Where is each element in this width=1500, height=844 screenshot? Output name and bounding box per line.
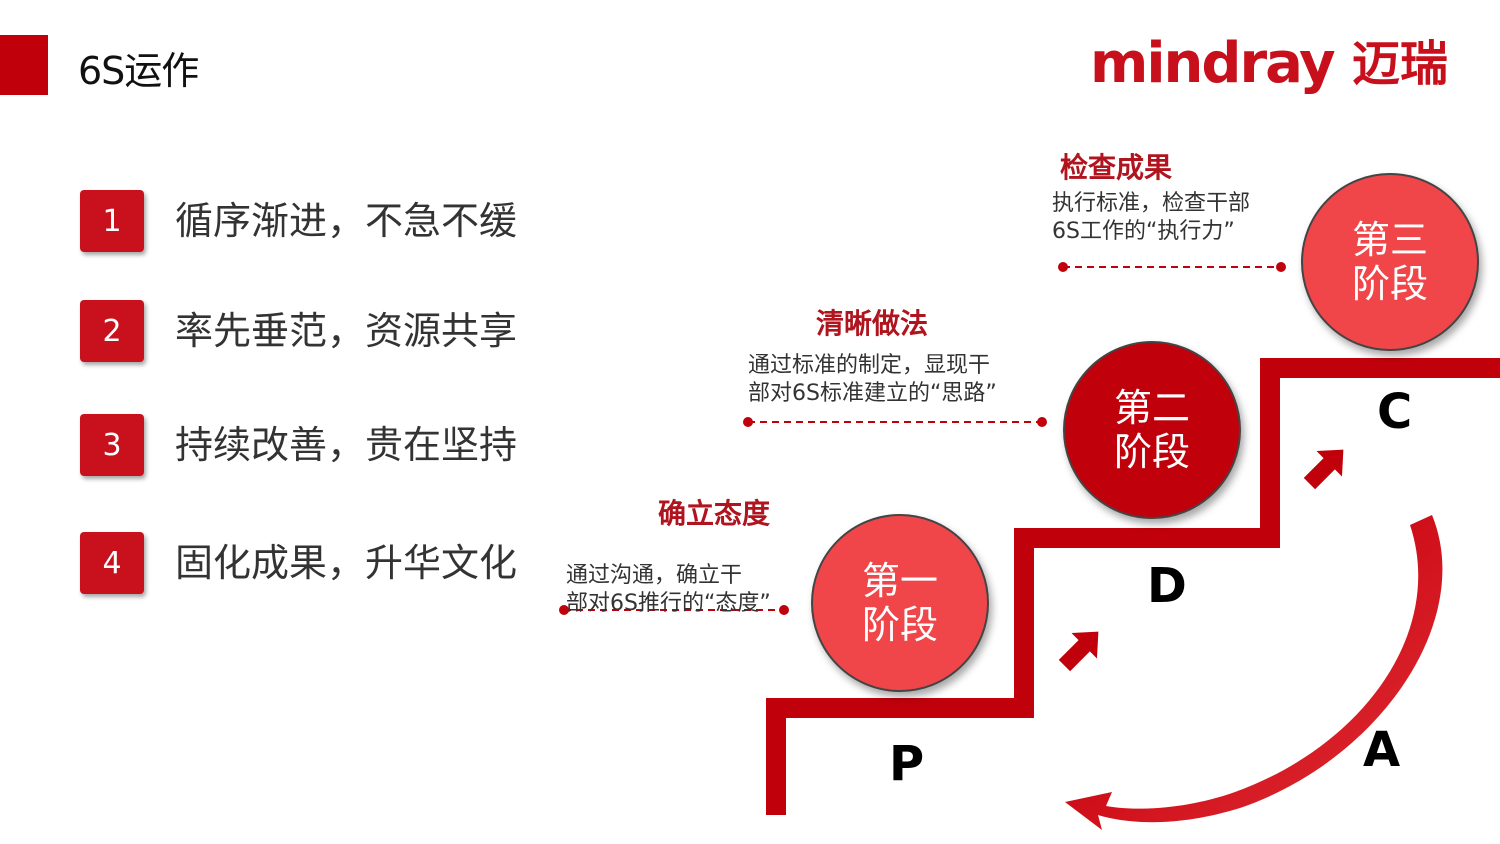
mindray-logo: mindray 迈瑞	[1090, 28, 1470, 104]
pdca-letter-d: D	[1147, 558, 1187, 614]
item-number-badge: 3	[80, 414, 144, 476]
stage-3-circle-label: 第三	[1351, 218, 1428, 262]
stage-1-circle-label: 阶段	[861, 603, 938, 647]
item-text: 循序渐进，不急不缓	[175, 199, 518, 243]
item-number-badge: 1	[80, 190, 144, 252]
stage-1-circle-label: 第一	[861, 559, 938, 603]
item-text: 持续改善，贵在坚持	[175, 423, 518, 467]
stage-2-circle-label: 第二	[1113, 386, 1190, 430]
stage-3-desc-line: 执行标准，检查干部	[1052, 191, 1251, 216]
stage-3-desc-line: 6S工作的“执行力”	[1052, 219, 1235, 244]
stage-3-circle: 第三 阶段	[1301, 173, 1479, 351]
item-number-badge: 2	[80, 300, 144, 362]
return-arc-arrow	[1065, 515, 1443, 830]
pdca-letter-c: C	[1377, 384, 1413, 440]
arrow-up-right-icon	[1303, 449, 1344, 490]
pdca-letter-a: A	[1363, 722, 1401, 778]
item-number-badge: 4	[80, 532, 144, 594]
list-item: 3 持续改善，贵在坚持	[80, 412, 550, 476]
stage-2-desc-line: 部对6S标准建立的“思路”	[748, 381, 997, 406]
stage-2-description: 通过标准的制定，显现干 部对6S标准建立的“思路”	[748, 352, 997, 408]
stage-3-title: 检查成果	[1060, 151, 1173, 184]
dashed-line-stage-3	[1058, 262, 1286, 272]
pdca-letter-p: P	[889, 736, 925, 792]
stage-1-description: 通过沟通，确立干 部对6S推行的“态度”	[566, 562, 771, 618]
dashed-line-stage-1	[559, 605, 789, 615]
stage-1-desc-line: 通过沟通，确立干	[566, 563, 743, 588]
stage-3-circle-label: 阶段	[1351, 262, 1428, 306]
list-item: 4 固化成果，升华文化	[80, 530, 550, 594]
svg-text:mindray: mindray	[1090, 31, 1335, 96]
page-title: 6S运作	[78, 49, 199, 93]
svg-text:迈瑞: 迈瑞	[1352, 36, 1448, 92]
stage-2-circle-label: 阶段	[1113, 430, 1190, 474]
stage-1-circle: 第一 阶段	[811, 514, 989, 692]
title-accent-bar	[0, 35, 48, 95]
item-text: 固化成果，升华文化	[175, 541, 518, 585]
list-item: 2 率先垂范，资源共享	[80, 298, 550, 362]
dashed-line-stage-2	[743, 417, 1047, 427]
arrow-up-right-icon	[1058, 631, 1099, 672]
stage-1-desc-line: 部对6S推行的“态度”	[566, 591, 771, 616]
stage-2-title: 清晰做法	[816, 307, 929, 340]
stage-2-desc-line: 通过标准的制定，显现干	[748, 353, 991, 378]
stage-2-circle: 第二 阶段	[1063, 341, 1241, 519]
stage-3-description: 执行标准，检查干部 6S工作的“执行力”	[1052, 190, 1250, 246]
list-item: 1 循序渐进，不急不缓	[80, 188, 550, 252]
stage-1-title: 确立态度	[658, 497, 771, 530]
item-text: 率先垂范，资源共享	[175, 309, 518, 353]
staircase	[766, 358, 1500, 815]
